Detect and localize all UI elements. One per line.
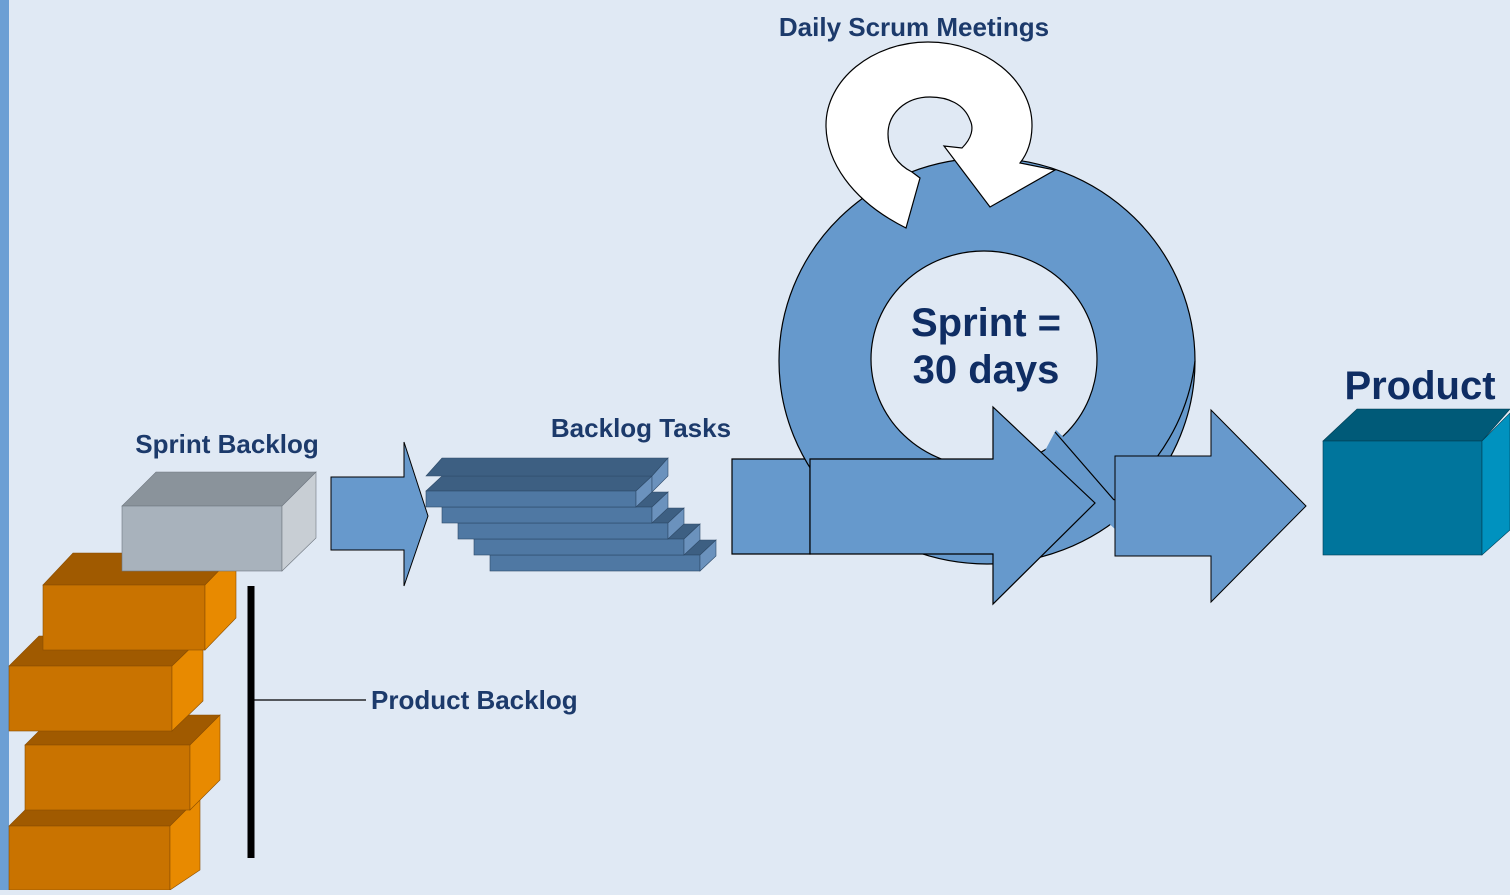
daily-scrum-loop-arrow bbox=[825, 41, 1057, 229]
product-box bbox=[1322, 408, 1510, 556]
sprint-label-line2: 30 days bbox=[913, 348, 1060, 392]
cycle-entry-bar bbox=[731, 458, 811, 555]
product-label: Product bbox=[1344, 364, 1495, 408]
sprint-backlog-label: Sprint Backlog bbox=[135, 429, 318, 459]
sprint-label-line1: Sprint = bbox=[911, 301, 1061, 345]
arrow-to-backlog-tasks bbox=[330, 441, 429, 587]
product-backlog-label: Product Backlog bbox=[371, 685, 578, 715]
sprint-cycle bbox=[731, 157, 1196, 606]
backlog-tasks-stack bbox=[425, 457, 717, 572]
product-backlog-stack bbox=[8, 552, 237, 891]
arrow-to-product bbox=[1114, 408, 1307, 604]
cycle-arrowhead bbox=[809, 405, 1096, 606]
sprint-backlog-box bbox=[121, 471, 317, 572]
task-plate bbox=[425, 457, 669, 493]
daily-scrum-loop bbox=[825, 41, 1057, 229]
backlog-tasks-label: Backlog Tasks bbox=[551, 413, 731, 443]
left-edge-strip bbox=[0, 0, 9, 890]
daily-scrum-label: Daily Scrum Meetings bbox=[779, 12, 1049, 42]
